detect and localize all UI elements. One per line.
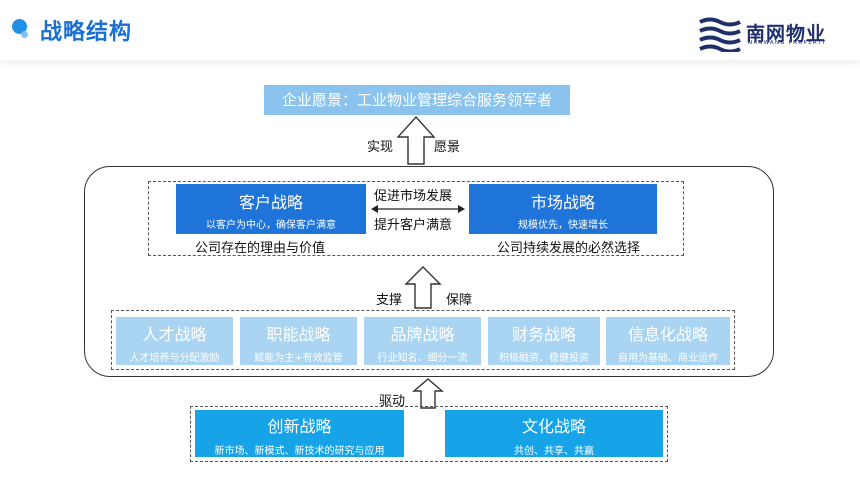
logo-subtitle: NANWANG PROPERTY — [748, 40, 827, 46]
link-label-improve-satisfaction: 提升客户满意 — [374, 218, 453, 233]
arrow-label-realize: 实现 — [367, 140, 394, 155]
customer-strategy-desc: 以客户为中心，确保客户满意 — [206, 220, 336, 231]
function-strategy-desc: 赋能为主+有效监管 — [254, 353, 343, 364]
logo-name: 南网物业 — [746, 23, 827, 45]
arrow-label-guarantee: 保障 — [446, 293, 473, 308]
logo-waves-icon — [699, 17, 741, 52]
vision-box: 企业愿景：工业物业管理综合服务领军者 — [264, 85, 570, 115]
function-strategy-box: 职能战略 赋能为主+有效监管 — [240, 317, 357, 365]
function-strategy-title: 职能战略 — [266, 325, 331, 344]
innovation-strategy-title: 创新战略 — [267, 417, 332, 436]
it-strategy-title: 信息化战略 — [627, 325, 708, 344]
arrow-label-drive: 驱动 — [379, 394, 406, 409]
arrow-label-vision: 愿景 — [434, 140, 461, 155]
strategy-container — [84, 166, 774, 377]
finance-strategy-box: 财务战略 积极融资、稳健投资 — [488, 317, 600, 365]
market-strategy-title: 市场战略 — [530, 193, 595, 212]
finance-strategy-title: 财务战略 — [511, 325, 576, 344]
talent-strategy-desc: 人才培养与分配激励 — [129, 353, 220, 364]
support-strategy-group — [111, 310, 735, 370]
brand-strategy-desc: 行业知名、细分一流 — [377, 353, 468, 364]
up-arrow-drive-icon — [412, 378, 444, 409]
brand-strategy-title: 品牌战略 — [390, 325, 455, 344]
market-strategy-desc: 规模优先，快速增长 — [518, 220, 608, 231]
title-bullet-small-icon — [21, 31, 28, 38]
finance-strategy-desc: 积极融资、稳健投资 — [499, 353, 589, 364]
talent-strategy-box: 人才战略 人才培养与分配激励 — [116, 317, 233, 365]
market-strategy-box: 市场战略 规模优先，快速增长 — [469, 184, 657, 234]
core-strategy-group — [148, 181, 684, 256]
brand-strategy-box: 品牌战略 行业知名、细分一流 — [364, 317, 481, 365]
culture-strategy-title: 文化战略 — [521, 417, 586, 436]
title-bullet-icon — [12, 19, 27, 34]
customer-strategy-footer: 公司存在的理由与价值 — [195, 241, 326, 256]
market-strategy-footer: 公司持续发展的必然选择 — [497, 241, 641, 256]
customer-strategy-box: 客户战略 以客户为中心，确保客户满意 — [176, 184, 366, 234]
it-strategy-desc: 自用为基础、商业运作 — [618, 353, 718, 364]
driver-strategy-group — [190, 406, 668, 462]
innovation-strategy-desc: 新市场、新模式、新技术的研究与应用 — [214, 446, 385, 457]
up-arrow-icon — [396, 115, 436, 165]
talent-strategy-title: 人才战略 — [142, 325, 207, 344]
arrow-label-support: 支撑 — [376, 293, 403, 308]
culture-strategy-box: 文化战略 共创、共享、共赢 — [445, 410, 663, 457]
double-arrow-icon — [371, 205, 465, 213]
culture-strategy-desc: 共创、共享、共赢 — [514, 446, 594, 457]
innovation-strategy-box: 创新战略 新市场、新模式、新技术的研究与应用 — [195, 410, 404, 457]
up-arrow-support-icon — [404, 266, 442, 309]
link-label-promote-market: 促进市场发展 — [374, 189, 453, 204]
it-strategy-box: 信息化战略 自用为基础、商业运作 — [606, 317, 730, 365]
page-title: 战略结构 — [40, 20, 133, 45]
customer-strategy-title: 客户战略 — [238, 193, 303, 212]
